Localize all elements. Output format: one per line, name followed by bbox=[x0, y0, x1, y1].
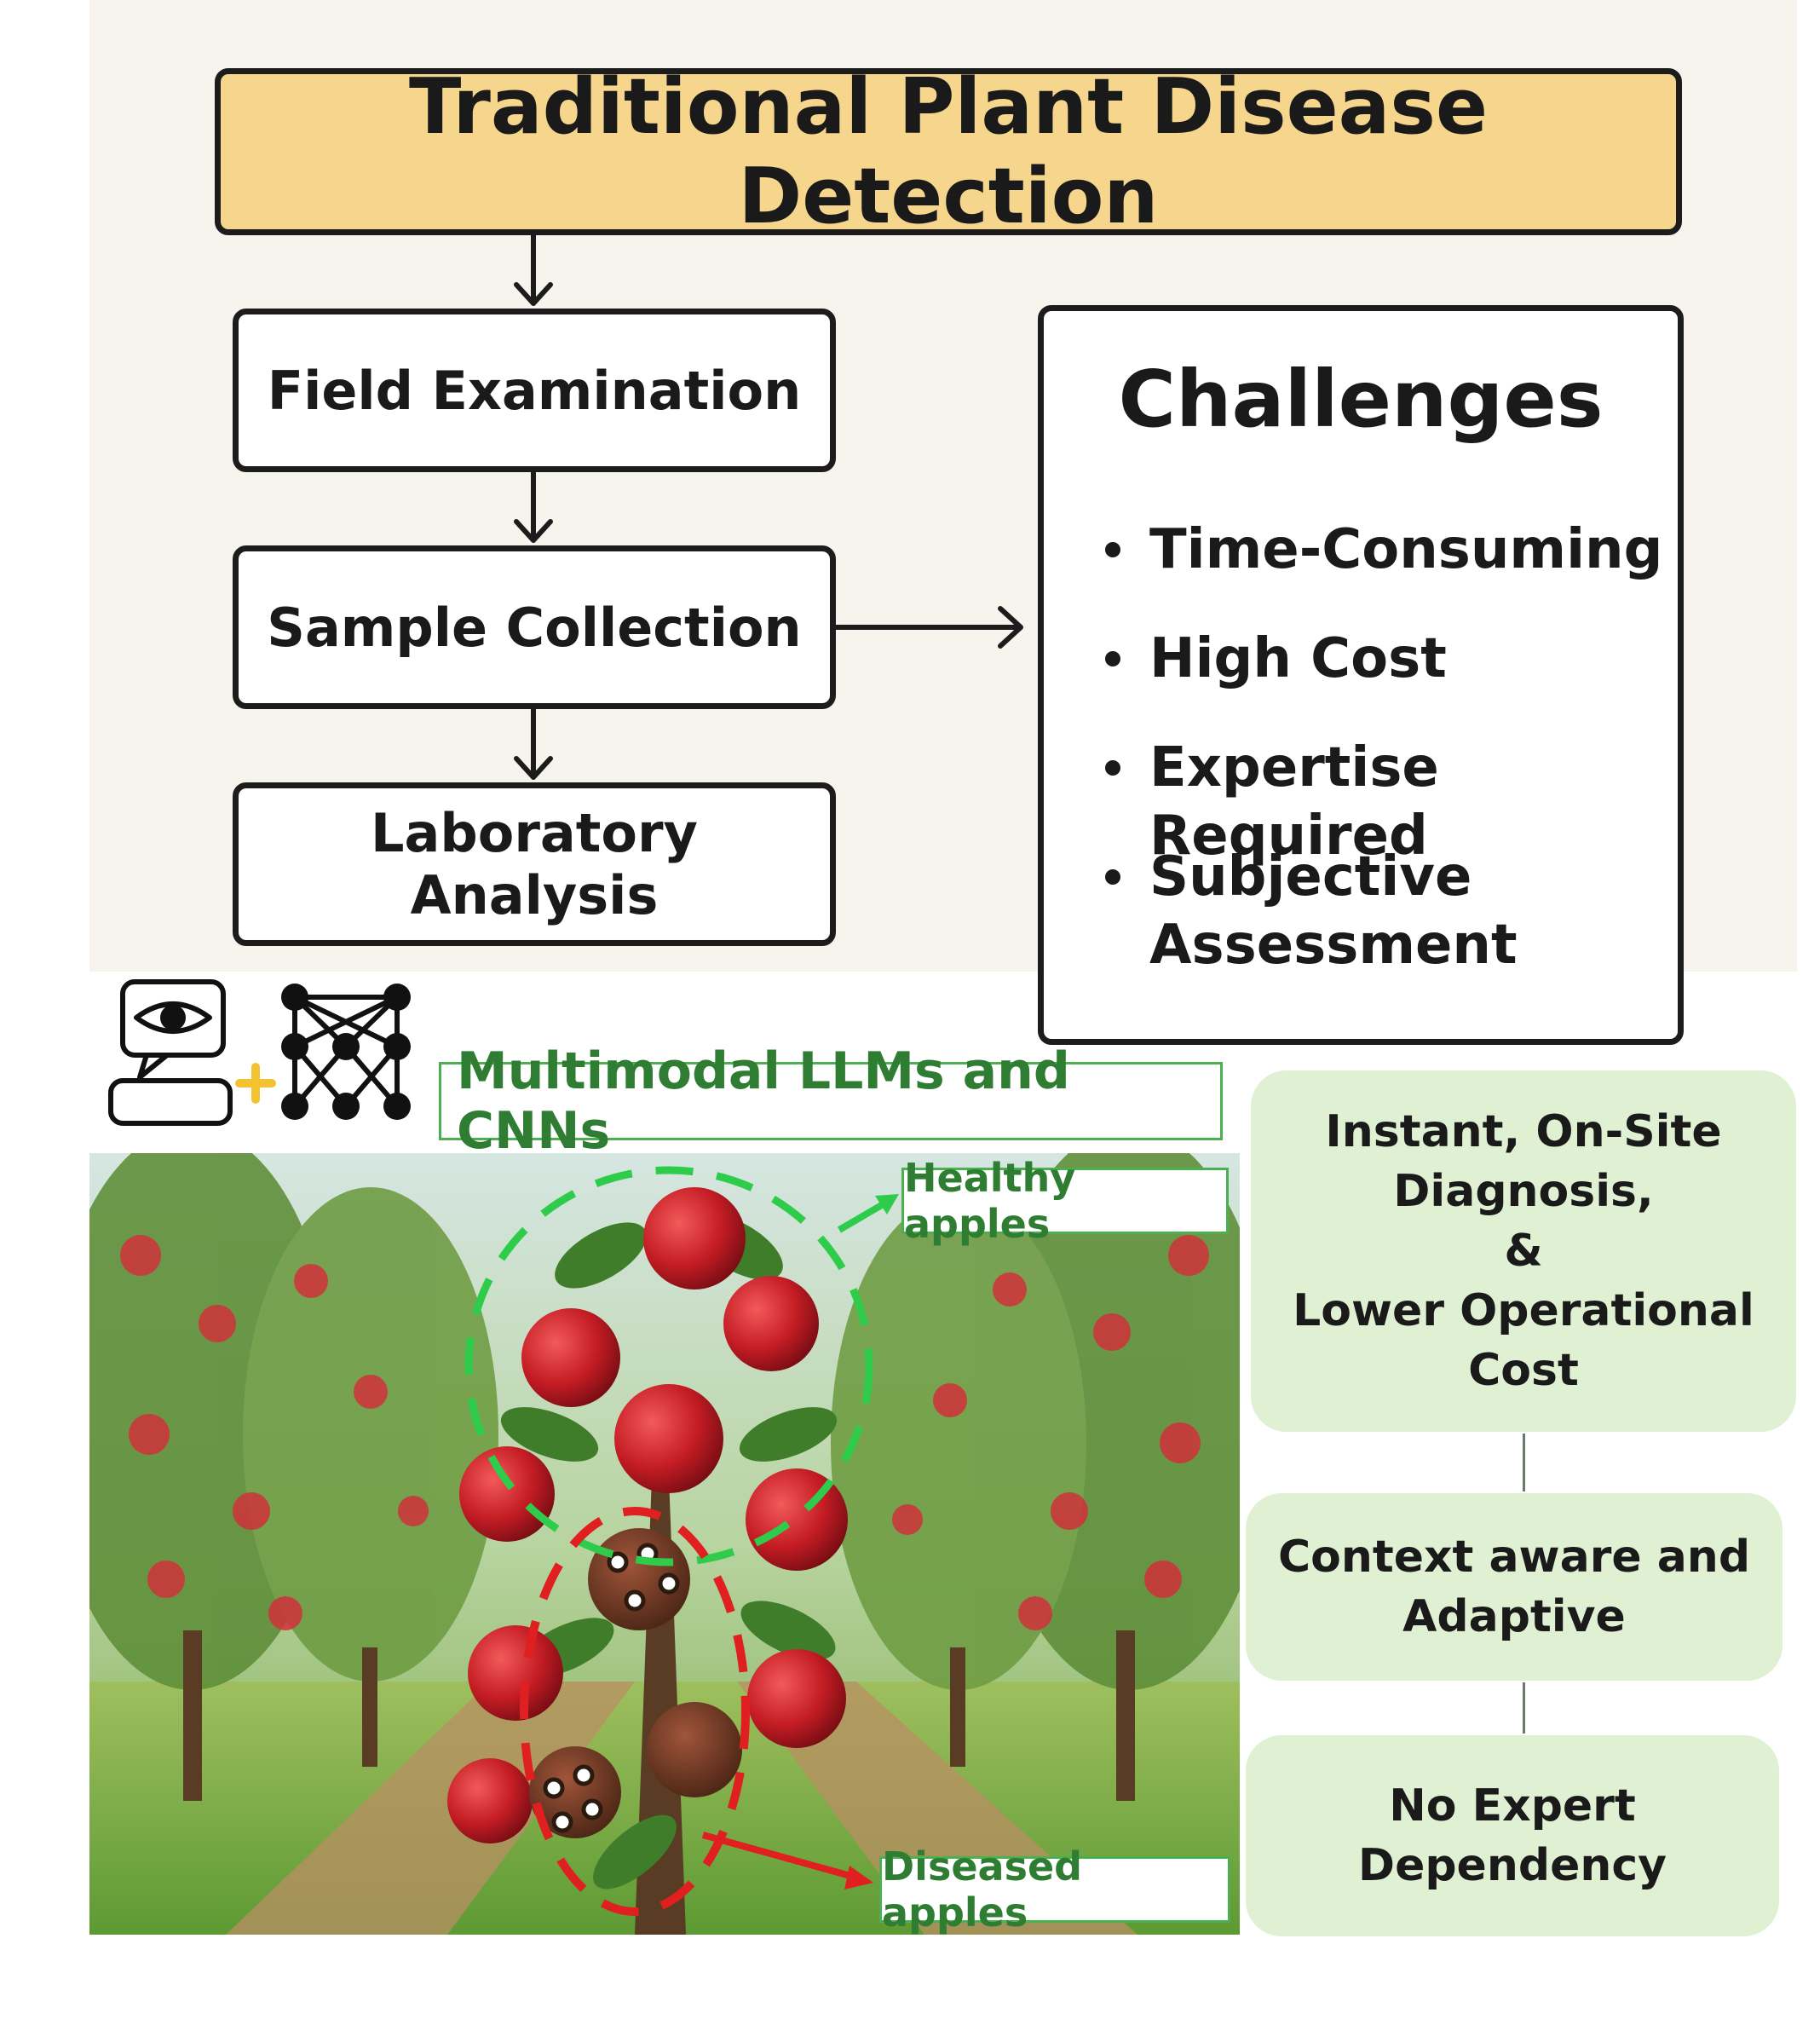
neural-network-icon bbox=[281, 984, 411, 1120]
eye-chat-icon bbox=[108, 979, 233, 1126]
bullet-icon bbox=[1105, 542, 1120, 557]
step-label: Sample Collection bbox=[267, 596, 802, 659]
challenge-text: High Cost bbox=[1149, 627, 1447, 690]
diseased-marker bbox=[520, 1507, 750, 1916]
plus-icon bbox=[235, 1063, 276, 1104]
title-box: Traditional Plant Disease Detection bbox=[215, 62, 1682, 241]
title-text: Traditional Plant Disease Detection bbox=[408, 62, 1489, 241]
challenges-title: Challenges bbox=[1118, 354, 1604, 445]
benefit-text: Lower Operational bbox=[1293, 1285, 1754, 1336]
benefit-text: Cost bbox=[1468, 1345, 1579, 1396]
benefit-instant-diagnosis: Instant, On-Site Diagnosis, & Lower Oper… bbox=[1251, 1070, 1796, 1432]
diseased-apples-label: Diseased apples bbox=[879, 1843, 1230, 1936]
step-field-examination: Field Examination bbox=[233, 309, 836, 472]
challenge-text: Subjective Assessment bbox=[1149, 845, 1518, 977]
connector-line bbox=[1523, 1682, 1525, 1734]
benefit-text: Diagnosis, bbox=[1393, 1166, 1654, 1217]
step-sample-collection: Sample Collection bbox=[233, 545, 836, 709]
benefit-text: & bbox=[1504, 1226, 1543, 1277]
step-laboratory-analysis: Laboratory Analysis bbox=[233, 782, 836, 946]
challenge-text: Expertise Required bbox=[1149, 736, 1439, 868]
connector-line bbox=[1523, 1434, 1525, 1491]
healthy-apples-label: Healthy apples bbox=[901, 1155, 1229, 1247]
flow-arrows bbox=[514, 233, 1023, 780]
benefit-text: Context aware and bbox=[1277, 1532, 1751, 1583]
challenge-item: High Cost bbox=[1105, 625, 1667, 693]
step-label: Field Examination bbox=[267, 359, 802, 422]
benefit-context-aware: Context aware and Adaptive bbox=[1246, 1493, 1783, 1681]
multimodal-label: Multimodal LLMs and CNNs bbox=[439, 1041, 1223, 1161]
bullet-icon bbox=[1105, 651, 1120, 666]
benefit-no-expert: No Expert Dependency bbox=[1246, 1735, 1779, 1936]
bullet-icon bbox=[1105, 869, 1120, 885]
bullet-icon bbox=[1105, 760, 1120, 776]
benefit-text: Dependency bbox=[1357, 1840, 1667, 1891]
challenge-item: Time-Consuming bbox=[1105, 516, 1667, 584]
healthy-marker bbox=[464, 1166, 873, 1566]
orchard-photo bbox=[89, 1153, 1240, 1935]
challenge-item: Subjective Assessment bbox=[1105, 843, 1667, 979]
benefit-text: Adaptive bbox=[1402, 1591, 1626, 1642]
benefit-text: No Expert bbox=[1389, 1780, 1636, 1832]
challenges-box: Challenges Time-Consuming High Cost Expe… bbox=[1038, 305, 1684, 1045]
challenge-text: Time-Consuming bbox=[1149, 518, 1663, 581]
challenge-item: Expertise Required bbox=[1105, 734, 1667, 870]
benefit-text: Instant, On-Site bbox=[1325, 1106, 1722, 1157]
step-label: Laboratory Analysis bbox=[371, 802, 698, 926]
multimodal-icons bbox=[108, 979, 411, 1126]
